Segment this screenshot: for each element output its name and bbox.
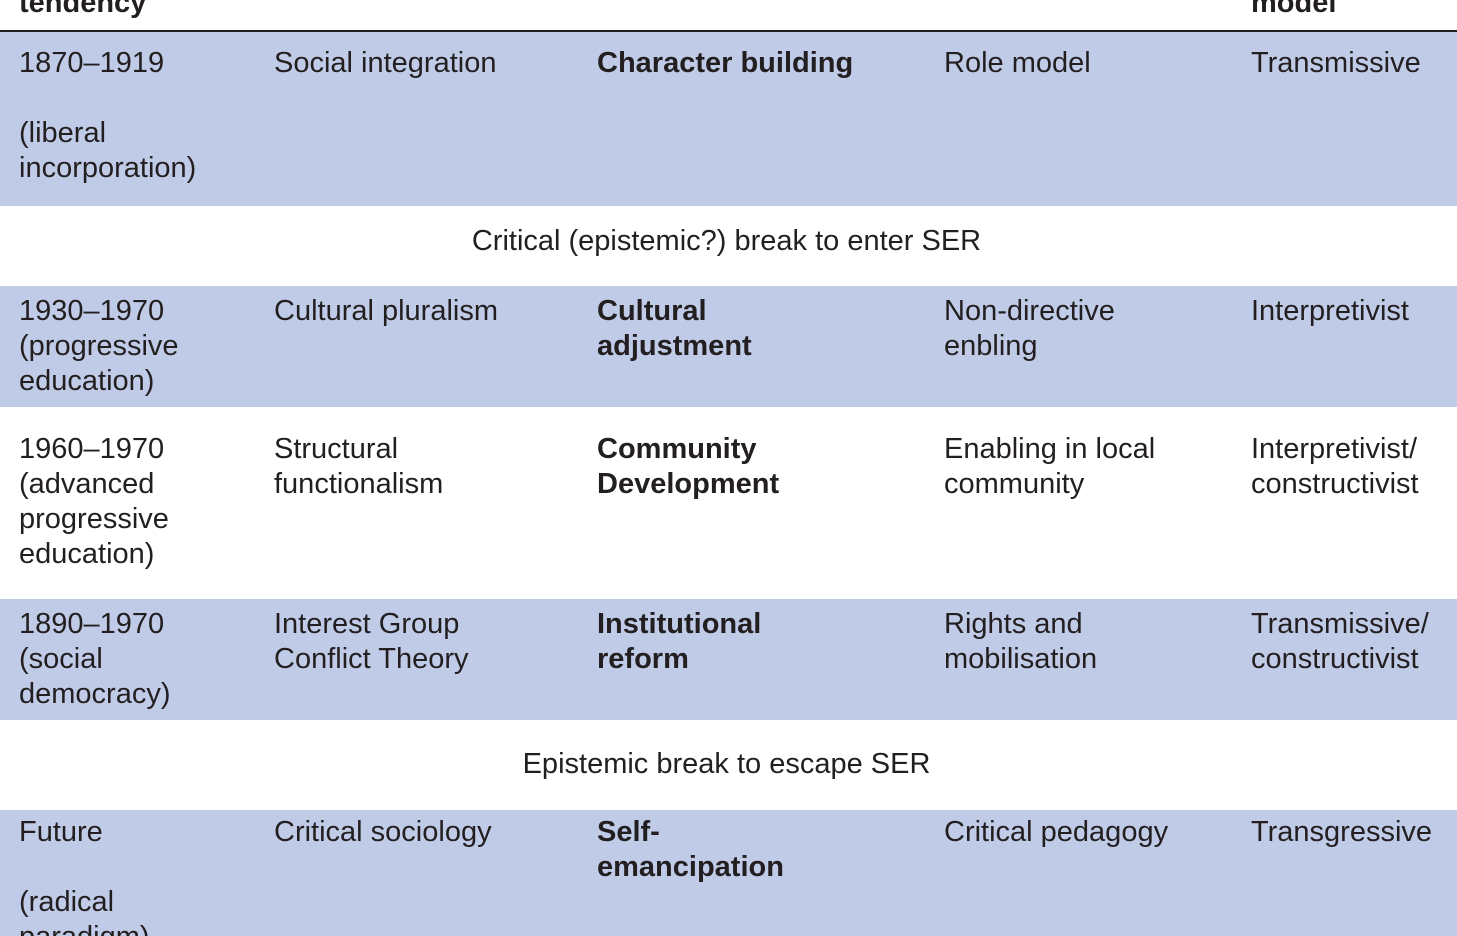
period-note-line: (radical xyxy=(19,886,115,918)
theory-cell: Interest Group Conflict Theory xyxy=(274,607,584,677)
approach-cell: Cultural adjustment xyxy=(597,294,927,364)
role-cell: Role model xyxy=(944,46,1244,81)
theory-line: Structural xyxy=(274,433,399,465)
period-line: 1930–1970 xyxy=(19,295,165,327)
role-cell: Rights and mobilisation xyxy=(944,607,1244,677)
theory-cell: Structural functionalism xyxy=(274,432,584,502)
table-row: Future (radical paradigm) Critical socio… xyxy=(0,810,1457,936)
period-line: democracy) xyxy=(19,678,171,710)
approach-line: reform xyxy=(597,643,689,675)
approach-cell: Self- emancipation xyxy=(597,815,927,885)
table-row: 1890–1970 (social democracy) Interest Gr… xyxy=(0,599,1457,720)
header-col1-label: tendency xyxy=(19,0,147,19)
approach-cell: Character building xyxy=(597,46,927,81)
period-cell: 1890–1970 (social democracy) xyxy=(19,607,259,712)
approach-line: Self- xyxy=(597,816,660,848)
epistemic-break-row: Critical (epistemic?) break to enter SER xyxy=(0,224,1457,259)
table-row: 1930–1970 (progressive education) Cultur… xyxy=(0,286,1457,407)
model-cell: Interpretivist xyxy=(1251,294,1457,329)
approach-text: Character building xyxy=(597,47,854,79)
period-line: education) xyxy=(19,538,155,570)
theory-cell: Social integration xyxy=(274,46,584,81)
model-cell: Transmissive xyxy=(1251,46,1457,81)
role-text: Role model xyxy=(944,47,1091,79)
period-note-line: paradigm) xyxy=(19,920,259,936)
table-row: 1960–1970 (advanced progressive educatio… xyxy=(0,407,1457,599)
period-note-line: (liberal xyxy=(19,117,107,149)
theory-text: Cultural pluralism xyxy=(274,295,499,327)
approach-cell: Institutional reform xyxy=(597,607,927,677)
break-text: Epistemic break to escape SER xyxy=(522,748,931,780)
model-cell: Transgressive xyxy=(1251,815,1457,850)
approach-line: Community xyxy=(597,433,757,465)
epistemic-break-row: Epistemic break to escape SER xyxy=(0,747,1457,782)
period-line: (progressive xyxy=(19,330,179,362)
role-cell: Enabling in local community xyxy=(944,432,1244,502)
role-cell: Critical pedagogy xyxy=(944,815,1244,850)
theory-cell: Cultural pluralism xyxy=(274,294,584,329)
theory-text: Social integration xyxy=(274,47,497,79)
role-text: Critical pedagogy xyxy=(944,816,1169,848)
model-line: constructivist xyxy=(1251,643,1419,675)
table-row: 1870–1919 (liberal incorporation) Social… xyxy=(0,32,1457,206)
period-text: 1870–1919 xyxy=(19,47,165,79)
period-line: progressive xyxy=(19,503,169,535)
period-line: 1960–1970 xyxy=(19,433,165,465)
period-cell: 1930–1970 (progressive education) xyxy=(19,294,259,399)
approach-line: emancipation xyxy=(597,851,784,883)
approach-line: Institutional xyxy=(597,608,762,640)
model-line: Interpretivist/ xyxy=(1251,433,1417,465)
approach-line: Cultural xyxy=(597,295,707,327)
period-cell: 1960–1970 (advanced progressive educatio… xyxy=(19,432,259,572)
period-line: (advanced xyxy=(19,468,155,500)
model-text: Transmissive xyxy=(1251,47,1421,79)
period-line: education) xyxy=(19,365,155,397)
header-col5-label: model xyxy=(1251,0,1337,19)
theory-cell: Critical sociology xyxy=(274,815,584,850)
break-text: Critical (epistemic?) break to enter SER xyxy=(471,225,982,257)
model-cell: Interpretivist/ constructivist xyxy=(1251,432,1457,502)
theory-text: Critical sociology xyxy=(274,816,492,848)
model-line: constructivist xyxy=(1251,468,1419,500)
period-line: 1890–1970 xyxy=(19,608,165,640)
model-line: Transmissive/ xyxy=(1251,608,1429,640)
period-line: (social xyxy=(19,643,103,675)
theory-line: functionalism xyxy=(274,468,444,500)
role-cell: Non-directive enbling xyxy=(944,294,1244,364)
role-line: Non-directive xyxy=(944,295,1115,327)
model-text: Interpretivist xyxy=(1251,295,1409,327)
theory-line: Interest Group xyxy=(274,608,460,640)
period-note-line: incorporation) xyxy=(19,152,197,184)
table-header: tendency model xyxy=(0,0,1457,32)
period-cell: Future (radical paradigm) xyxy=(19,815,259,936)
approach-line: Development xyxy=(597,468,780,500)
role-line: Enabling in local xyxy=(944,433,1156,465)
role-line: enbling xyxy=(944,330,1038,362)
period-text: Future xyxy=(19,816,103,848)
role-line: community xyxy=(944,468,1085,500)
model-text: Transgressive xyxy=(1251,816,1433,848)
period-cell: 1870–1919 (liberal incorporation) xyxy=(19,46,259,186)
approach-line: adjustment xyxy=(597,330,752,362)
role-line: Rights and xyxy=(944,608,1083,640)
model-cell: Transmissive/ constructivist xyxy=(1251,607,1457,677)
theory-line: Conflict Theory xyxy=(274,643,469,675)
role-line: mobilisation xyxy=(944,643,1098,675)
approach-cell: Community Development xyxy=(597,432,927,502)
